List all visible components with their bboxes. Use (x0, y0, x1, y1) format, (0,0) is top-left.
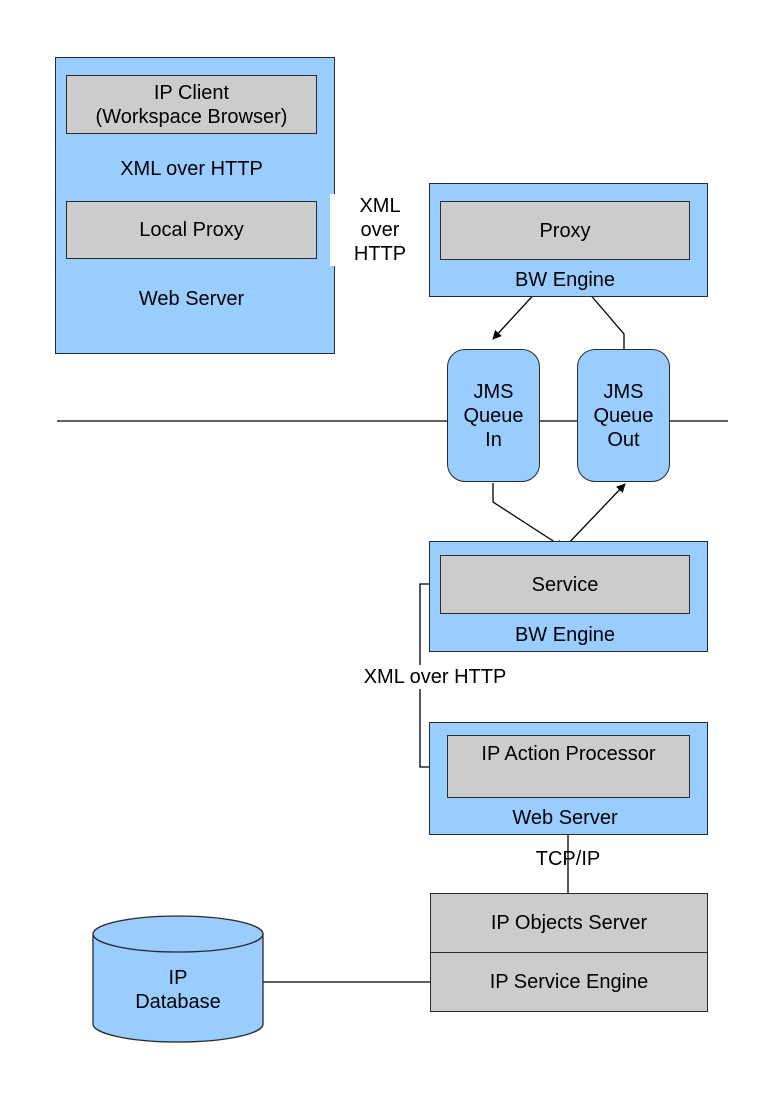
web-server-label: Web Server (138, 288, 245, 310)
client-link-label: XML over HTTP (120, 158, 263, 180)
ip-database-label: IP Database (135, 967, 221, 1013)
proxy-link-label: XML over HTTP (330, 194, 430, 266)
ip-action-processor-label: IP Action Processor (481, 743, 656, 765)
bw-engine-top-label: BW Engine (514, 269, 616, 291)
jms-queue-out: JMS Queue Out (577, 349, 670, 482)
service-to-queue-out-arrow (563, 483, 626, 549)
action-web-server-label: Web Server (512, 807, 618, 829)
ip-service-engine-box: IP Service Engine (430, 952, 708, 1012)
service-link-label: XML over HTTP (340, 665, 530, 689)
ip-action-processor-box: IP Action Processor (447, 735, 690, 798)
tcp-ip-label: TCP/IP (535, 848, 601, 870)
bw-engine-bottom-label: BW Engine (514, 624, 616, 646)
ip-client-box: IP Client (Workspace Browser) (66, 75, 317, 134)
proxy-box: Proxy (440, 201, 690, 260)
service-box: Service (440, 555, 690, 614)
jms-queue-in: JMS Queue In (447, 349, 540, 482)
queue-in-to-service-arrow (492, 483, 565, 549)
ip-objects-server-box: IP Objects Server (430, 893, 708, 953)
local-proxy-box: Local Proxy (66, 201, 317, 259)
